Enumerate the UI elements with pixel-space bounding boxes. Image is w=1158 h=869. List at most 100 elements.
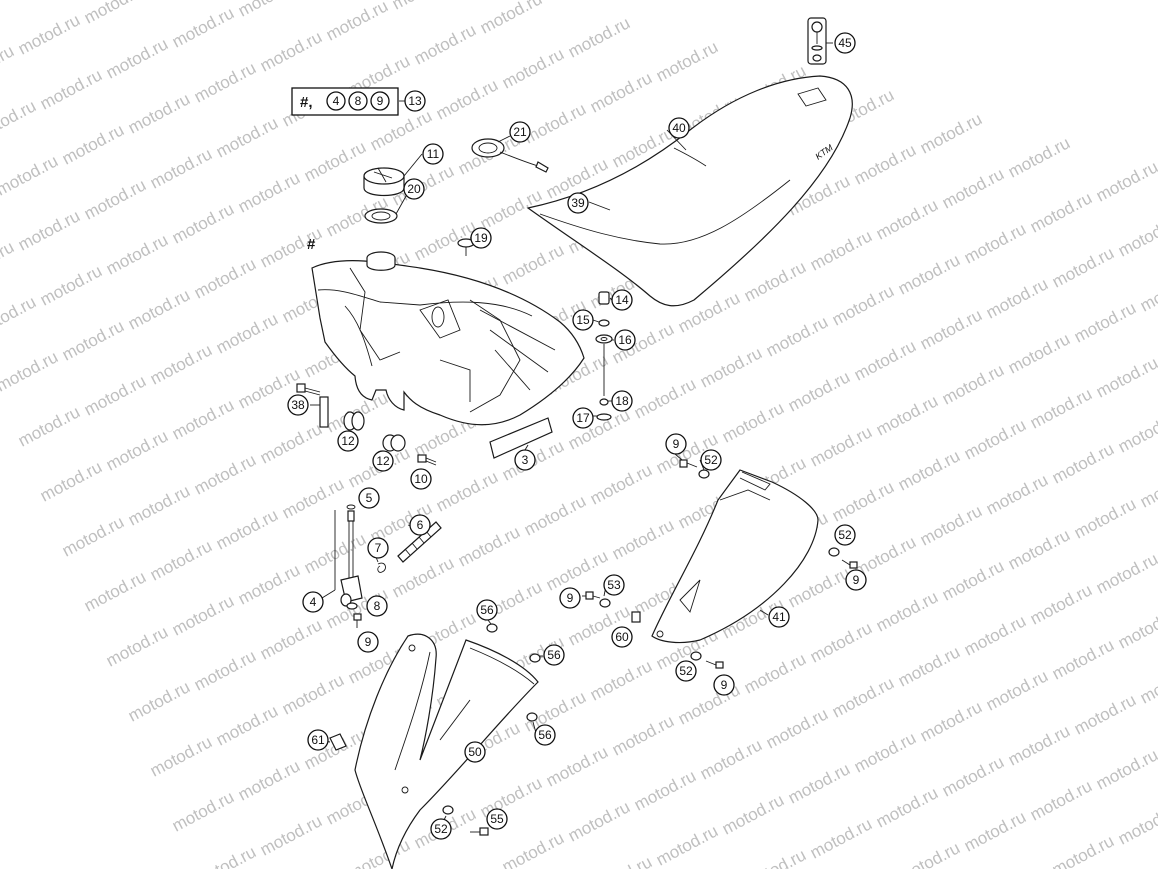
watermark-text: motod.ru: [785, 759, 853, 807]
svg-text:4: 4: [310, 595, 317, 609]
watermark-text: motod.ru: [59, 512, 127, 560]
watermark-text: motod.ru: [0, 0, 61, 4]
watermark-text: motod.ru: [565, 797, 633, 845]
spoiler-screw: [486, 623, 541, 722]
watermark-text: motod.ru: [917, 697, 985, 745]
callout-13: 13: [404, 90, 426, 112]
watermark-text: motod.ru: [37, 261, 105, 309]
svg-text:9: 9: [673, 437, 680, 451]
watermark-text: motod.ru: [741, 257, 809, 305]
watermark-text: motod.ru: [521, 687, 589, 735]
svg-text:4: 4: [333, 94, 340, 108]
warning-sticker: [489, 417, 553, 459]
rubber-bushing: [343, 411, 365, 431]
watermark-text: motod.ru: [169, 787, 237, 835]
watermark-text: motod.ru: [323, 0, 391, 45]
svg-text:21: 21: [513, 125, 527, 139]
seat-screw: [807, 17, 827, 65]
watermark-text: motod.ru: [983, 274, 1051, 322]
svg-text:45: 45: [838, 36, 852, 50]
svg-text:11: 11: [427, 147, 440, 161]
watermark-text: motod.ru: [587, 68, 655, 116]
watermark-text: motod.ru: [587, 656, 655, 704]
watermark-text: motod.ru: [631, 374, 699, 422]
svg-text:60: 60: [615, 630, 629, 644]
watermark-text: motod.ru: [1137, 267, 1158, 315]
watermark-text: motod.ru: [741, 649, 809, 697]
spoiler-nut: [329, 733, 347, 751]
watermark-text: motod.ru: [983, 666, 1051, 714]
watermark-text: motod.ru: [81, 0, 149, 28]
watermark-text: motod.ru: [961, 219, 1029, 267]
svg-text:55: 55: [490, 812, 504, 826]
watermark-text: motod.ru: [213, 505, 281, 553]
callout-52-cover-right: 52: [834, 524, 856, 546]
watermark-text: motod.ru: [125, 89, 193, 137]
watermark-text: motod.ru: [1005, 525, 1073, 573]
svg-text:13: 13: [408, 94, 422, 108]
watermark-text: motod.ru: [895, 250, 963, 298]
watermark-text: motod.ru: [433, 467, 501, 515]
watermark-text: motod.ru: [1115, 604, 1158, 652]
svg-text:8: 8: [355, 94, 362, 108]
callout-40: 40: [668, 117, 690, 139]
tank-screw: [457, 238, 475, 256]
svg-text:5: 5: [366, 491, 373, 505]
watermark-text: motod.ru: [499, 44, 567, 92]
svg-text:10: 10: [414, 472, 428, 486]
watermark-text: motod.ru: [499, 240, 567, 288]
svg-text:15: 15: [576, 313, 590, 327]
washer: [346, 602, 358, 610]
callout-52-cover-bottom: 52: [675, 660, 697, 682]
watermark-text: motod.ru: [147, 536, 215, 584]
watermark-text: motod.ru: [257, 419, 325, 467]
kit-member-9: 9: [370, 91, 390, 111]
watermark-text: motod.ru: [939, 164, 1007, 212]
hose-clip: [377, 562, 386, 573]
watermark-text: motod.ru: [895, 838, 963, 869]
watermark-text: motod.ru: [213, 309, 281, 357]
callout-17: 17: [572, 407, 594, 429]
tank-mark: #: [307, 236, 316, 253]
watermark-text: motod.ru: [829, 477, 897, 525]
fuel-cap-seal: [364, 208, 398, 224]
watermark-text: motod.ru: [59, 120, 127, 168]
watermark-text: motod.ru: [917, 109, 985, 157]
watermark-text: motod.ru: [15, 10, 83, 58]
watermark-text: motod.ru: [1115, 212, 1158, 260]
watermark-text: motod.ru: [257, 27, 325, 75]
watermark-text: motod.ru: [345, 835, 413, 869]
watermark-text: motod.ru: [279, 474, 347, 522]
watermark-text: motod.ru: [0, 41, 17, 89]
cap-retainer: [471, 138, 549, 173]
tank-screw-10: [417, 454, 437, 466]
callout-52-spoiler: 52: [430, 818, 452, 840]
watermark-text: motod.ru: [1115, 800, 1158, 848]
svg-text:41: 41: [772, 610, 786, 624]
watermark-text: motod.ru: [917, 305, 985, 353]
watermark-text: motod.ru: [1049, 635, 1117, 683]
callout-56-bottom: 56: [534, 724, 556, 746]
svg-text:17: 17: [576, 411, 590, 425]
watermark-text: motod.ru: [939, 752, 1007, 800]
watermark-text: motod.ru: [0, 347, 61, 395]
watermark-text: motod.ru: [191, 254, 259, 302]
callout-60: 60: [611, 626, 633, 648]
callout-9-cover-bottom: 9: [713, 674, 735, 696]
watermark-text: motod.ru: [587, 852, 655, 869]
kit-member-4: 4: [326, 91, 346, 111]
watermark-text: motod.ru: [125, 285, 193, 333]
watermark-text: motod.ru: [147, 732, 215, 780]
tap-screw: [353, 613, 362, 628]
callout-38: 38: [287, 394, 309, 416]
watermark-text: motod.ru: [103, 426, 171, 474]
svg-text:9: 9: [721, 678, 728, 692]
watermark-text: motod.ru: [873, 783, 941, 831]
callout-6: 6: [409, 514, 431, 536]
fuel-tap: [321, 504, 363, 607]
watermark-text: motod.ru: [191, 646, 259, 694]
watermark-text: motod.ru: [543, 742, 611, 790]
watermark-text: motod.ru: [389, 0, 457, 14]
watermark-text: motod.ru: [191, 58, 259, 106]
